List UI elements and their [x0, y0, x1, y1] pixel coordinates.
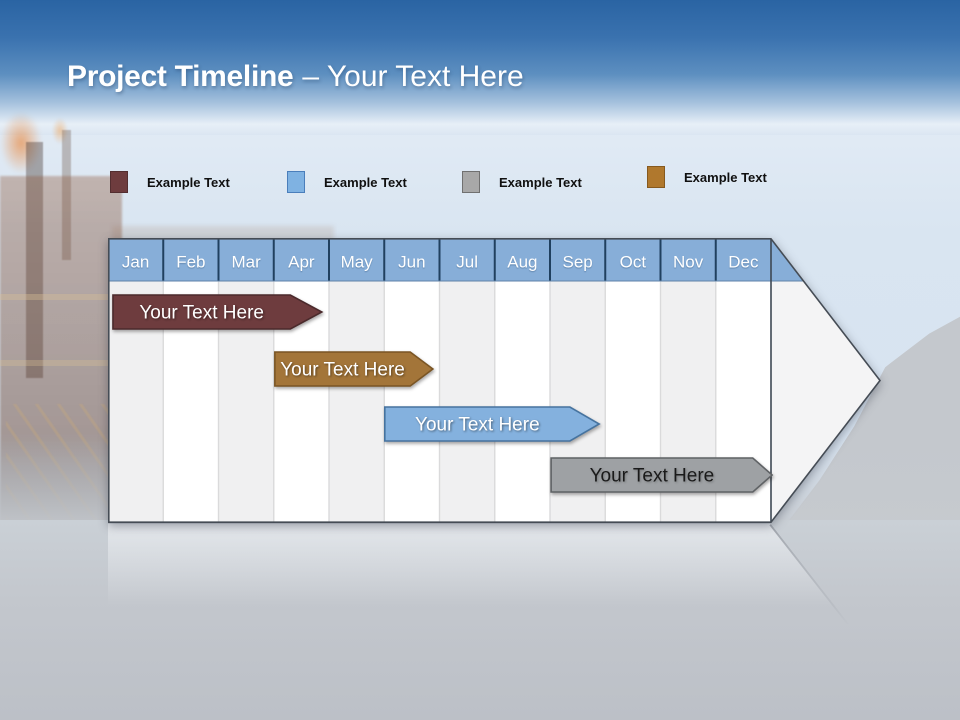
timeline-bar[interactable]	[384, 406, 601, 442]
timeline-bar-label[interactable]: Your Text Here	[139, 303, 264, 324]
month-label: Mar	[231, 253, 261, 272]
timeline-chart: Jan Feb Mar Apr May Jun Jul Aug Sep Oct Nov DecYour…	[108, 238, 882, 524]
month-label: Oct	[620, 253, 647, 272]
month-label: May	[341, 253, 374, 272]
month-label: Feb	[176, 253, 205, 272]
month-label: Nov	[673, 253, 704, 272]
legend-swatch-maroon[interactable]	[110, 171, 128, 193]
legend-item[interactable]: Example Text	[110, 171, 230, 193]
month-label: Jun	[398, 253, 425, 272]
timeline-bar-label[interactable]: Your Text Here	[590, 466, 715, 487]
timeline-bar[interactable]	[274, 351, 435, 387]
month-label: Dec	[728, 253, 759, 272]
month-column	[439, 238, 495, 523]
catwalk-platform	[0, 294, 124, 300]
chimney-silhouette	[26, 142, 43, 378]
legend-label[interactable]: Example Text	[499, 174, 582, 190]
month-column	[163, 238, 219, 523]
legend-label[interactable]: Example Text	[147, 174, 230, 190]
month-label: Apr	[288, 253, 315, 272]
timeline-bar[interactable]	[112, 294, 324, 330]
month-label: Aug	[507, 253, 537, 272]
legend-swatch-blue[interactable]	[287, 171, 305, 193]
chart-reflection	[108, 524, 849, 624]
legend-item[interactable]: Example Text	[462, 171, 582, 193]
chart-body: Jan Feb Mar Apr May Jun Jul Aug Sep Oct Nov Dec	[108, 238, 881, 523]
timeline-bar[interactable]	[550, 457, 774, 493]
legend-swatch-gray[interactable]	[462, 171, 480, 193]
catwalk-platform	[0, 360, 124, 366]
slide-title-bold[interactable]: Project Timeline	[67, 60, 294, 93]
legend-label[interactable]: Example Text	[684, 169, 767, 185]
legend-swatch-brown[interactable]	[647, 166, 665, 188]
month-column	[108, 238, 164, 523]
month-label: Jan	[122, 253, 149, 272]
legend-item[interactable]: Example Text	[647, 166, 767, 188]
legend-item[interactable]: Example Text	[287, 171, 407, 193]
month-column	[494, 238, 550, 523]
month-label: Sep	[563, 253, 593, 272]
month-label: Jul	[456, 253, 478, 272]
month-header-band	[108, 238, 881, 281]
timeline-arrow-outline	[108, 238, 882, 524]
title-gradient-band	[0, 0, 960, 135]
pipe-silhouette	[62, 130, 71, 260]
timeline-bar-label[interactable]: Your Text Here	[415, 415, 540, 436]
flame-glow	[0, 112, 42, 174]
slide-title[interactable]: Project Timeline – Your Text Here	[67, 60, 524, 94]
legend-label[interactable]: Example Text	[324, 174, 407, 190]
month-column	[218, 238, 274, 523]
slide-title-placeholder[interactable]: – Your Text Here	[302, 60, 524, 93]
flame-glow-small	[52, 118, 68, 144]
timeline-bar-label[interactable]: Your Text Here	[280, 360, 405, 381]
